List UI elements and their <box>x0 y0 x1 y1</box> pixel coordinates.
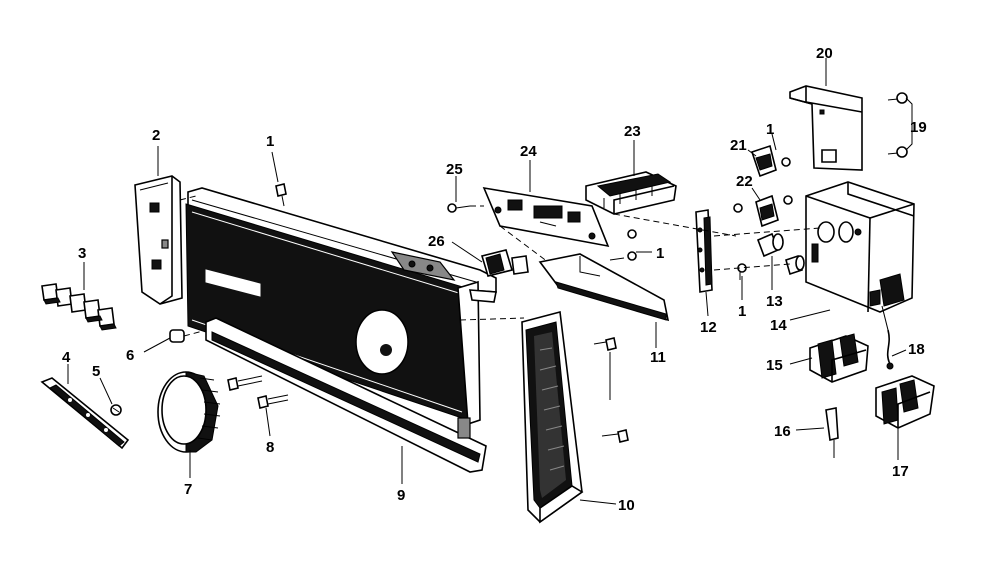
label-part-11: 11 <box>650 349 666 366</box>
label-part-16: 16 <box>774 423 791 440</box>
part-3-push-buttons <box>41 283 117 331</box>
label-part-15: 15 <box>766 357 783 374</box>
label-part-9: 9 <box>397 487 405 504</box>
part-7-timer-knob <box>157 371 221 453</box>
part-18-wire <box>886 329 894 370</box>
part-24-circuit-board <box>482 186 610 248</box>
leader-lines <box>67 58 913 505</box>
label-part-1-c: 1 <box>738 303 746 320</box>
part-16-clip <box>825 407 839 458</box>
part-8-screws <box>227 375 289 409</box>
label-part-12: 12 <box>700 319 717 336</box>
part-26-relay <box>480 249 529 277</box>
label-part-21: 21 <box>730 137 747 154</box>
label-part-7: 7 <box>184 481 192 498</box>
label-part-3: 3 <box>78 245 86 262</box>
part-12-terminal-strip <box>695 209 713 293</box>
label-part-4: 4 <box>62 349 71 366</box>
part-1-screws <box>275 183 747 280</box>
part-14-motor-housing <box>805 181 915 331</box>
label-part-5: 5 <box>92 363 100 380</box>
label-part-26: 26 <box>428 233 445 250</box>
label-part-23: 23 <box>624 123 641 140</box>
part-9-control-panel <box>185 187 497 473</box>
label-part-25: 25 <box>446 161 463 178</box>
label-part-22: 22 <box>736 173 753 190</box>
part-21-clamp <box>750 144 791 178</box>
label-part-19: 19 <box>910 119 927 136</box>
part-labels: 1 2 3 4 5 6 7 8 9 10 11 12 13 14 15 16 1… <box>62 45 927 514</box>
part-15-switch-block <box>809 333 869 383</box>
part-25-screw <box>447 203 471 213</box>
label-part-18: 18 <box>908 341 925 358</box>
part-23-connector <box>585 171 677 215</box>
label-part-8: 8 <box>266 439 274 456</box>
part-20-cover <box>789 85 863 171</box>
label-part-17: 17 <box>892 463 909 480</box>
part-19-screws <box>887 92 908 158</box>
label-part-20: 20 <box>816 45 833 62</box>
assembly-lines <box>179 195 821 321</box>
part-13-grommets <box>756 232 805 276</box>
label-part-24: 24 <box>520 143 537 160</box>
part-5-screw <box>110 404 122 416</box>
label-part-1-b: 1 <box>656 245 664 262</box>
label-part-1: 1 <box>266 133 274 150</box>
part-4-trim-strip <box>40 377 130 450</box>
part-10-end-panel <box>521 310 629 524</box>
label-part-1-d: 1 <box>766 121 774 138</box>
label-part-2: 2 <box>152 127 160 144</box>
part-6-knob-stem <box>169 327 215 343</box>
part-11-bracket <box>538 253 670 322</box>
part-22-clamp <box>755 194 793 228</box>
label-part-6: 6 <box>126 347 134 364</box>
part-17-switch <box>875 375 935 429</box>
part-2-end-cap <box>134 175 183 305</box>
label-part-10: 10 <box>618 497 635 514</box>
label-part-13: 13 <box>766 293 783 310</box>
label-part-14: 14 <box>770 317 787 334</box>
